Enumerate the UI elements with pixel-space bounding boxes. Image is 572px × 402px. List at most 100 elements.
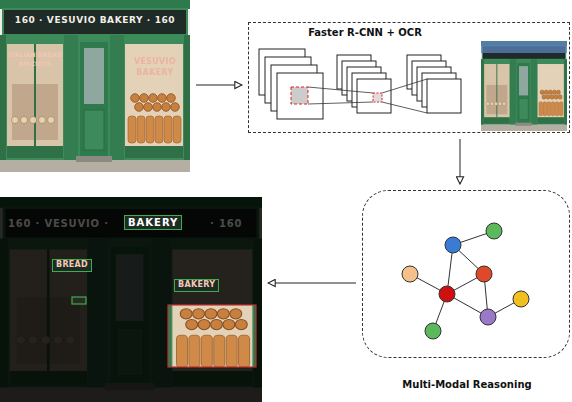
projection-line [382, 79, 427, 93]
roi-box [373, 93, 382, 102]
bagel [205, 309, 217, 319]
shelf-good [48, 117, 55, 124]
projection-line [308, 102, 373, 104]
store-panel [125, 146, 183, 158]
lit-region [168, 305, 256, 367]
bagel [162, 103, 171, 112]
store-background [0, 197, 262, 402]
bread-loaf [137, 116, 145, 143]
store-facade [168, 305, 256, 367]
shelf-good [503, 102, 506, 106]
window-mullion [496, 64, 498, 117]
store-background [0, 0, 190, 172]
thumbnail [481, 41, 567, 131]
thumbnail-sky [481, 41, 567, 53]
graph-node [402, 266, 418, 282]
store-cornice [0, 0, 190, 9]
bagel [235, 319, 247, 329]
feature-map [277, 73, 323, 119]
door-panel [84, 110, 104, 150]
graph-node [486, 223, 502, 239]
store-sign [3, 9, 187, 35]
detector-box: Faster R-CNN + OCR [248, 22, 570, 133]
store-pilaster [510, 59, 516, 124]
bagel [158, 94, 167, 103]
door-glass [84, 48, 104, 104]
shelf-good [30, 117, 37, 124]
bread-loaf [214, 335, 225, 367]
bagel [235, 319, 247, 329]
bread-loaf [226, 335, 237, 367]
bread-loaf [551, 102, 555, 116]
input-photo: 160 · VESUVIO BAKERY · 160ITALIAN BREADB… [0, 0, 190, 172]
node-title: Multi-Modal Reasoning [363, 379, 571, 390]
store-window [538, 64, 564, 117]
bagel [558, 95, 562, 100]
store-panel [7, 146, 63, 158]
projection-line [382, 102, 427, 113]
bagel [554, 95, 558, 100]
bread-loaf [539, 102, 543, 116]
bread-loaf [239, 335, 250, 367]
bagel [556, 90, 560, 95]
bagel [205, 309, 217, 319]
graph-node [513, 291, 529, 307]
store-pilaster [531, 59, 537, 124]
shelf-good [498, 102, 501, 106]
bread-loaf [173, 116, 181, 143]
flow-arrow [196, 85, 242, 86]
store-pilaster [564, 59, 567, 124]
sign-text: 160 · VESUVIO · [8, 218, 109, 229]
bagel [180, 309, 192, 319]
feature-map [357, 79, 391, 113]
bagel [198, 319, 210, 329]
store-door [517, 63, 530, 124]
door-step [76, 156, 112, 162]
bread-loaf [146, 116, 154, 143]
bagel [217, 309, 229, 319]
bagel [198, 319, 210, 329]
sign-text: VESUVIO [126, 58, 184, 67]
output-photo: 160 · VESUVIO ·BAKERY· 160BREADBAKERY [0, 197, 262, 402]
door-panel [519, 99, 528, 120]
bagel [230, 309, 242, 319]
storefront-lit [168, 305, 256, 367]
store-facade [0, 35, 190, 160]
sign-text: BAKERY [124, 215, 182, 230]
sign-text: BAKERY [174, 279, 219, 292]
bread-loaf [164, 116, 172, 143]
store-pilaster [0, 35, 6, 160]
bread-loaf [239, 335, 250, 367]
bread-loaf [214, 335, 225, 367]
bagel [211, 319, 223, 329]
store-panel [484, 117, 509, 123]
graph-node [476, 266, 492, 282]
bread-loaf [201, 335, 212, 367]
graph-node [425, 323, 441, 339]
bagel [542, 95, 546, 100]
bagel [550, 95, 554, 100]
store-background [168, 305, 256, 367]
bagel [230, 309, 242, 319]
store-pilaster [110, 35, 124, 160]
store-window [484, 64, 509, 117]
shelf-good [12, 117, 19, 124]
reasoning-box: Multi-Modal Reasoning [362, 190, 570, 358]
bread-loaf [189, 335, 200, 367]
bagel [548, 90, 552, 95]
bagel [167, 94, 176, 103]
storefront-dark [0, 197, 262, 402]
attention-box [72, 297, 86, 304]
attention-box [168, 305, 256, 367]
graph-node [439, 286, 455, 302]
window-mullion [34, 44, 36, 146]
door-step [515, 123, 531, 126]
sign-text: BAKERY [126, 69, 184, 78]
bagel [135, 103, 144, 112]
flow-arrow [460, 139, 461, 184]
bagel [544, 90, 548, 95]
bread-loaf [547, 102, 551, 116]
store-background [481, 41, 567, 131]
bagel [153, 103, 162, 112]
